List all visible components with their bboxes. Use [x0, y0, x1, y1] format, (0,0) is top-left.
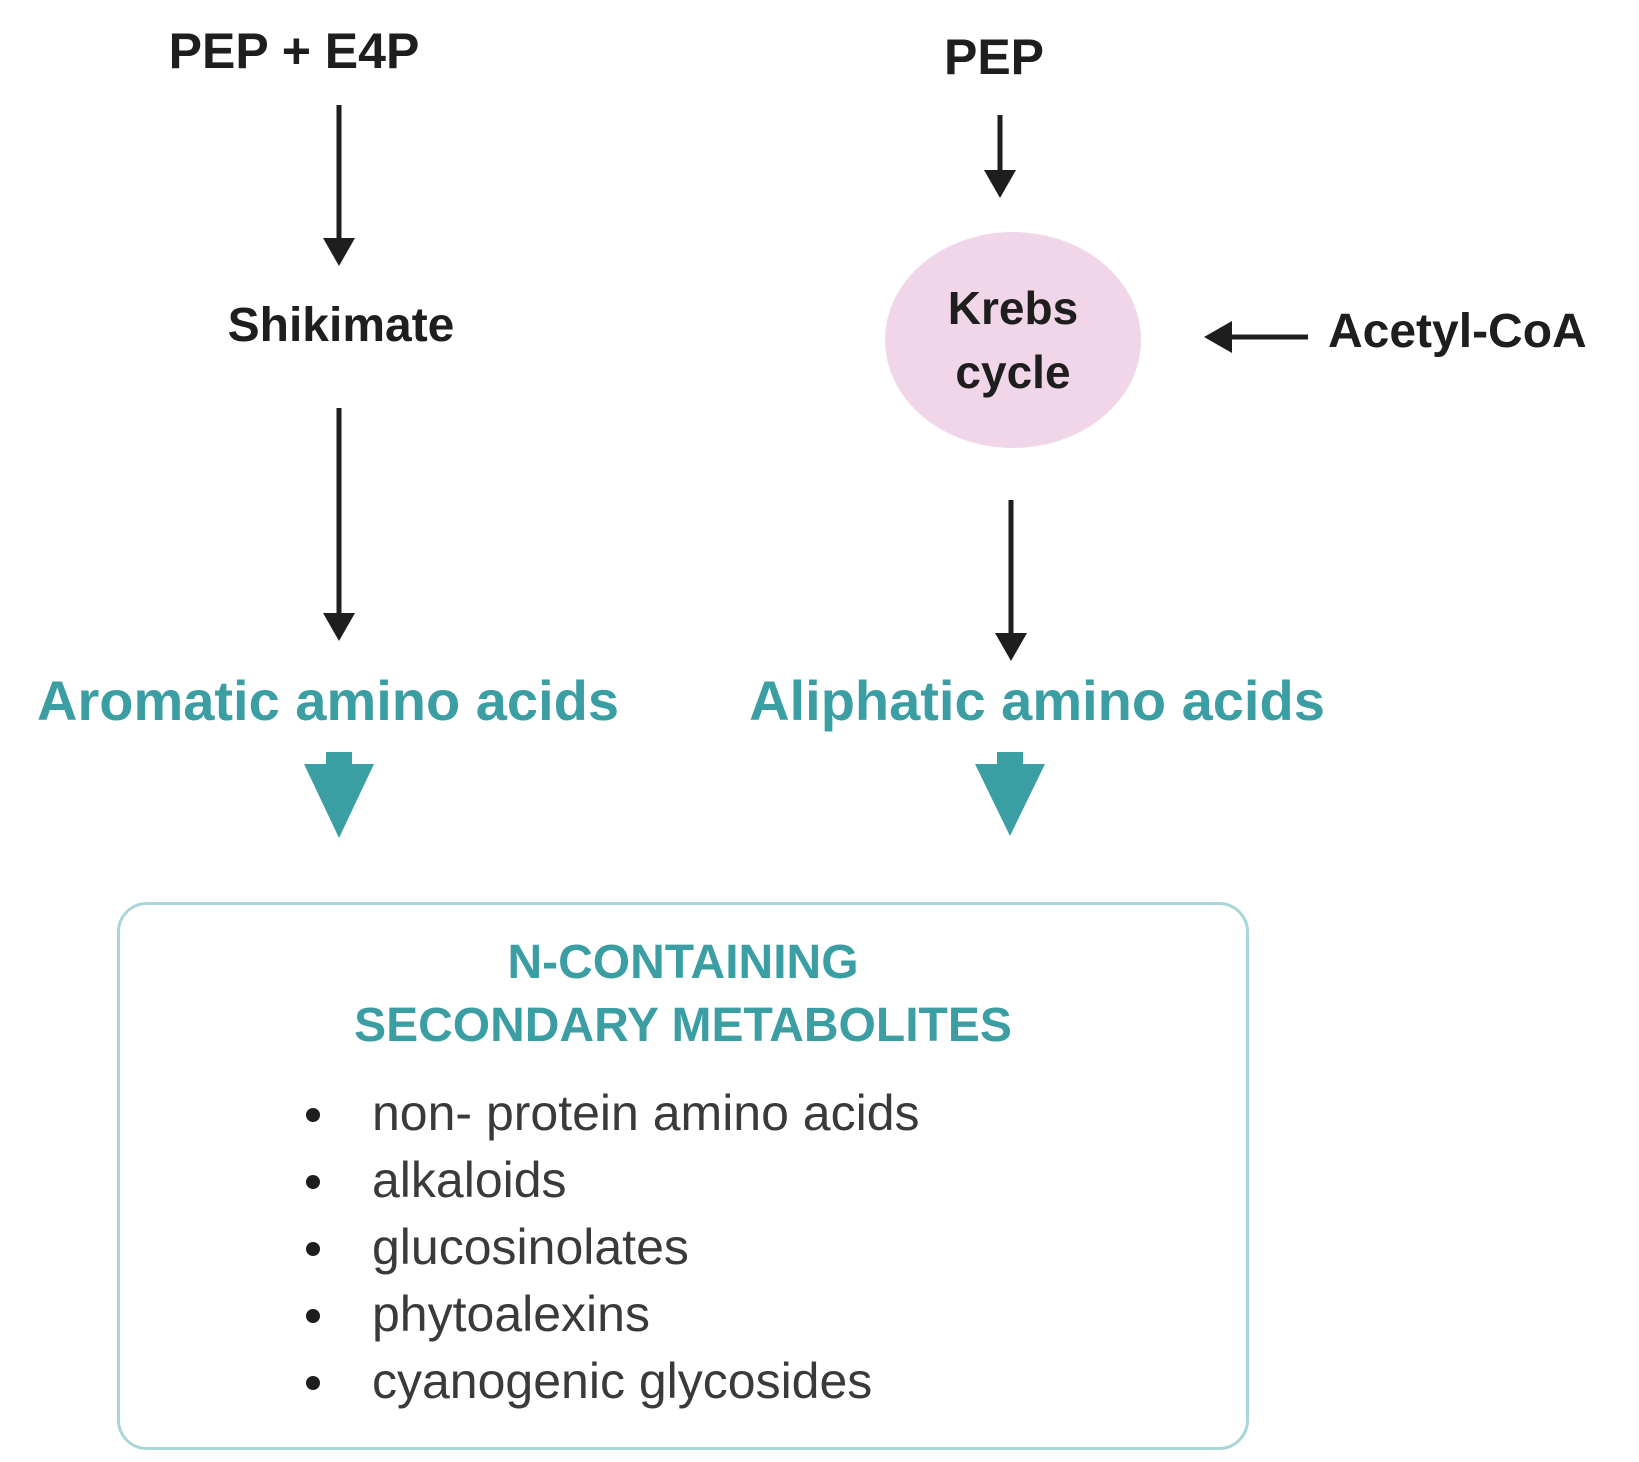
metabolite-list: non- protein amino acids alkaloids gluco…	[306, 1080, 920, 1415]
pep-e4p-label: PEP + E4P	[168, 23, 420, 79]
bullet-icon	[306, 1242, 320, 1256]
list-item-text: glucosinolates	[372, 1219, 689, 1275]
acetyl-coa-label: Acetyl-CoA	[1328, 305, 1587, 358]
pep-label: PEP	[943, 29, 1045, 85]
teal-arrow-aromatic-to-metabolites	[304, 752, 374, 838]
list-item-text: alkaloids	[372, 1152, 567, 1208]
list-item-text: non- protein amino acids	[372, 1085, 920, 1141]
result-title-line2: SECONDARY METABOLITES	[354, 999, 1012, 1052]
list-item-text: cyanogenic glycosides	[372, 1353, 873, 1409]
arrow-pep-e4p-to-shikimate	[323, 105, 355, 266]
teal-arrow-aliphatic-to-metabolites	[975, 752, 1045, 836]
bullet-icon	[306, 1175, 320, 1189]
bullet-icon	[306, 1108, 320, 1122]
list-item: non- protein amino acids	[306, 1080, 920, 1147]
list-item: phytoalexins	[306, 1281, 920, 1348]
list-item: cyanogenic glycosides	[306, 1348, 920, 1415]
n-containing-metabolites-box	[117, 902, 1249, 1450]
list-item-text: phytoalexins	[372, 1286, 650, 1342]
bullet-icon	[306, 1309, 320, 1323]
aliphatic-amino-acids-label: Aliphatic amino acids	[749, 669, 1325, 732]
bullet-icon	[306, 1376, 320, 1390]
arrow-shikimate-to-aromatic	[323, 408, 355, 641]
list-item: alkaloids	[306, 1147, 920, 1214]
aromatic-amino-acids-label: Aromatic amino acids	[37, 669, 619, 732]
arrow-krebs-to-aliphatic	[995, 500, 1027, 661]
result-title-line1: N-CONTAINING	[507, 936, 859, 989]
arrow-acetyl-coa-to-krebs	[1204, 321, 1308, 353]
shikimate-label: Shikimate	[227, 299, 455, 352]
krebs-cycle-node: Krebs cycle	[885, 232, 1141, 448]
list-item: glucosinolates	[306, 1214, 920, 1281]
arrow-pep-to-krebs	[984, 115, 1016, 198]
krebs-cycle-line1: Krebs	[947, 282, 1079, 334]
krebs-cycle-line2: cycle	[955, 346, 1071, 398]
